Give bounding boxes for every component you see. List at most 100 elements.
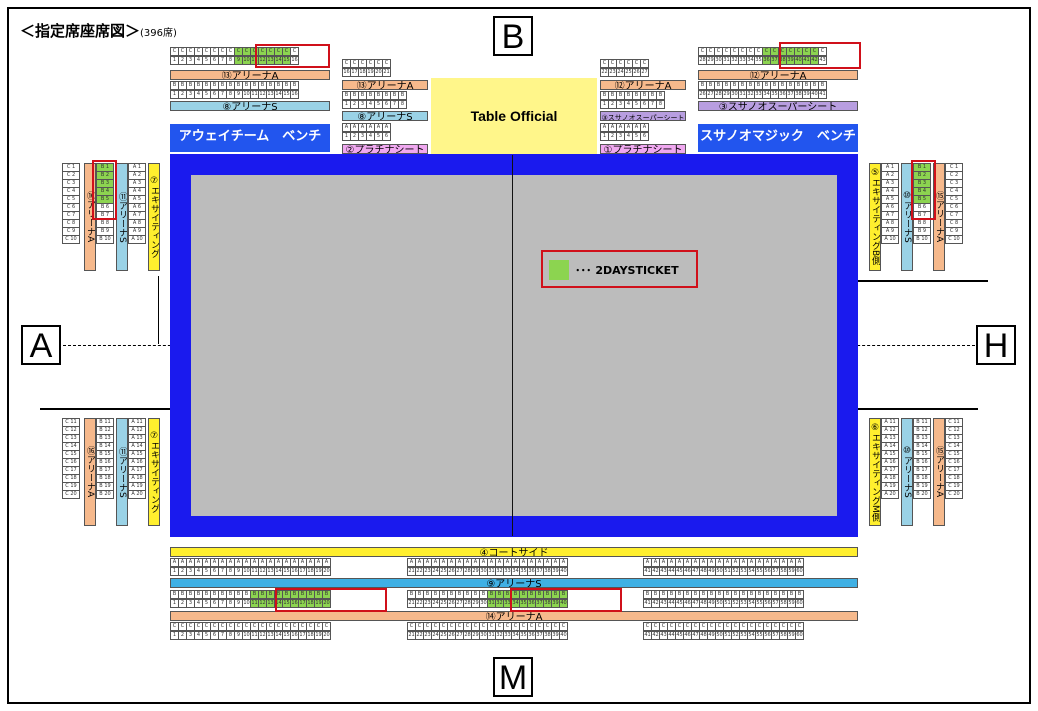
section-7e-lower: ⑦エキサイティング	[148, 418, 160, 526]
seat[interactable]: A 10	[128, 235, 146, 244]
section-5e: ⑤エキサイティングB側	[869, 163, 881, 271]
entrance-b: B	[493, 16, 533, 56]
highlight-13a-top	[255, 44, 330, 68]
seat[interactable]: B 20	[96, 490, 114, 499]
seat[interactable]: C	[818, 47, 827, 56]
seat[interactable]: B	[656, 91, 665, 100]
section-10s-lower: ⑩アリーナS	[901, 418, 913, 526]
seat[interactable]: C	[382, 59, 391, 68]
seat[interactable]: A 20	[881, 490, 899, 499]
divider-right	[858, 408, 978, 410]
seat-number: 16	[290, 56, 299, 65]
seat-number: 16	[290, 90, 299, 99]
seat[interactable]: B 20	[913, 490, 931, 499]
highlight-10s-right	[911, 160, 936, 220]
seat-number: 60	[795, 631, 804, 640]
section-8s-mid: ⑧アリーナS	[342, 111, 428, 121]
seat-number: 20	[322, 599, 331, 608]
seat[interactable]: A 10	[881, 235, 899, 244]
seat[interactable]: A 20	[128, 490, 146, 499]
seat[interactable]: B 10	[96, 235, 114, 244]
section-7e-upper: ⑦エキサイティング	[148, 163, 160, 271]
section-9s: ⑨アリーナS	[170, 578, 858, 588]
section-15a-lower: ⑮アリーナA	[933, 418, 945, 526]
section-3-super-mid: ③スサノオスーパーシート	[600, 111, 686, 121]
section-12a-mid: ⑫アリーナA	[600, 80, 686, 90]
divider-left-v	[158, 276, 159, 344]
seat[interactable]: B	[290, 81, 299, 90]
seat[interactable]: C	[290, 47, 299, 56]
entrance-h: H	[976, 325, 1016, 365]
seat-number: 6	[640, 132, 649, 141]
section-13a-top: ⑬アリーナA	[170, 70, 330, 80]
divider-right-top	[858, 280, 988, 282]
section-3-super-top: ③スサノオスーパーシート	[698, 101, 858, 111]
seat-number: 40	[559, 599, 568, 608]
seat[interactable]: C	[322, 622, 331, 631]
table-official: Table Official	[431, 78, 597, 154]
seat-number: 60	[795, 599, 804, 608]
seat-number: 41	[818, 90, 827, 99]
section-13a-mid: ⑬アリーナA	[342, 80, 428, 90]
seat[interactable]: C	[795, 622, 804, 631]
seat-number: 8	[398, 100, 407, 109]
seat[interactable]: A	[795, 558, 804, 567]
seat[interactable]: C 10	[62, 235, 80, 244]
seat[interactable]: B 10	[913, 235, 931, 244]
seat[interactable]: A	[322, 558, 331, 567]
seat[interactable]: A	[640, 123, 649, 132]
highlight-9s-left	[275, 588, 387, 612]
divider-left	[40, 408, 170, 410]
seat[interactable]: B	[322, 590, 331, 599]
seat-number: 20	[322, 631, 331, 640]
seat[interactable]: A	[559, 558, 568, 567]
seat[interactable]: B	[398, 91, 407, 100]
seat[interactable]: C	[640, 59, 649, 68]
away-bench: アウェイチーム ベンチ	[170, 124, 330, 152]
section-12a-top: ⑫アリーナA	[698, 70, 858, 80]
seat[interactable]: C 20	[945, 490, 963, 499]
seat-number: 40	[559, 567, 568, 576]
seat-number: 60	[795, 567, 804, 576]
seat[interactable]: C	[559, 622, 568, 631]
seat[interactable]: A	[382, 123, 391, 132]
page-title: ＜指定席座席図＞(396席)	[20, 22, 177, 40]
seat[interactable]: B	[559, 590, 568, 599]
seat[interactable]: C 20	[62, 490, 80, 499]
seat[interactable]: C 10	[945, 235, 963, 244]
seat[interactable]: B	[795, 590, 804, 599]
section-15a-upper: ⑮アリーナA	[933, 163, 945, 271]
seat[interactable]: B	[818, 81, 827, 90]
seat-number: 40	[559, 631, 568, 640]
diagram-frame	[7, 7, 1031, 704]
court	[191, 175, 837, 516]
section-4-courtside: ④コートサイド	[170, 547, 858, 557]
highlight-9s-right	[510, 588, 622, 612]
seat-number: 43	[818, 56, 827, 65]
seat-number: 21	[382, 68, 391, 77]
entrance-a: A	[21, 325, 61, 365]
seat-number: 20	[322, 567, 331, 576]
